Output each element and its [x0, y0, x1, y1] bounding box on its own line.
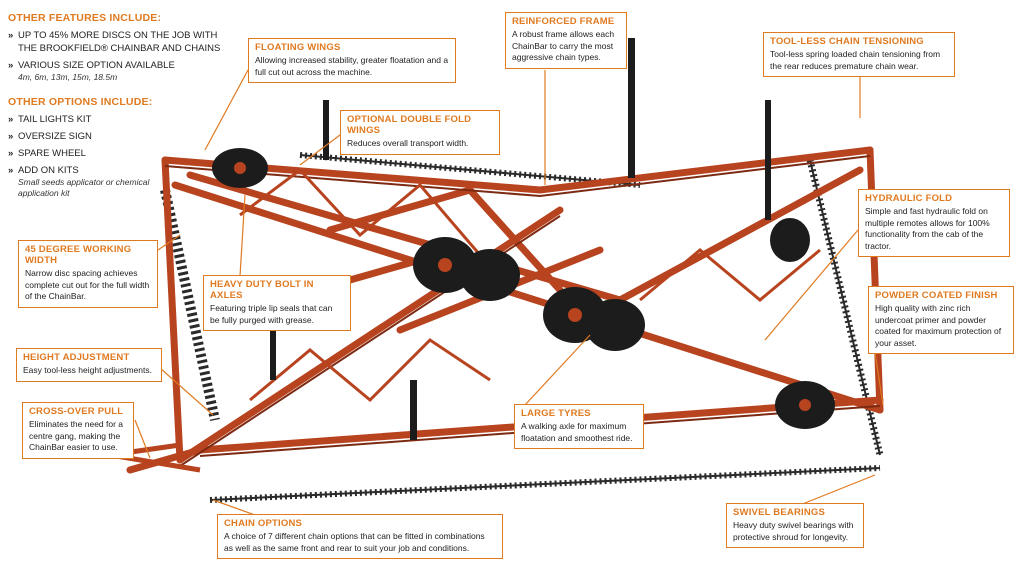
hubs	[234, 162, 811, 411]
callout-floating-wings: FLOATING WINGS Allowing increased stabil…	[248, 38, 456, 83]
option-text: OVERSIZE SIGN	[18, 131, 92, 142]
features-heading: OTHER FEATURES INCLUDE:	[8, 12, 162, 24]
callout-desc: Featuring triple lip seals that can be f…	[210, 303, 333, 325]
callout-desc: Allowing increased stability, greater fl…	[255, 55, 449, 77]
frame	[126, 146, 884, 474]
feature-text: UP TO 45% MORE DISCS ON THE JOB WITH THE…	[18, 30, 221, 54]
callout-desc: Eliminates the need for a centre gang, m…	[29, 419, 124, 452]
callout-height-adjust: HEIGHT ADJUSTMENT Easy tool-less height …	[16, 348, 162, 382]
callout-title: FLOATING WINGS	[255, 42, 341, 53]
callout-title: HYDRAULIC FOLD	[865, 193, 953, 204]
option-text: ADD ON KITS	[18, 165, 79, 176]
feature-text: VARIOUS SIZE OPTION AVAILABLE	[18, 60, 175, 71]
callout-title: CHAIN OPTIONS	[224, 518, 303, 529]
callout-powder-coated: POWDER COATED FINISH High quality with z…	[868, 286, 1014, 354]
callout-desc: Reduces overall transport width.	[347, 138, 469, 148]
callout-title: OPTIONAL DOUBLE FOLD WINGS	[347, 114, 472, 136]
callout-large-tyres: LARGE TYRES A walking axle for maximum f…	[514, 404, 644, 449]
tyres	[212, 148, 835, 429]
callout-desc: High quality with zinc rich undercoat pr…	[875, 303, 1002, 348]
callout-title: REINFORCED FRAME	[512, 16, 615, 27]
callout-swivel-bearings: SWIVEL BEARINGS Heavy duty swivel bearin…	[726, 503, 864, 548]
frame-braces	[239, 167, 821, 403]
options-panel: OTHER OPTIONS INCLUDE: TAIL LIGHTS KIT O…	[8, 96, 158, 203]
callout-crossover-pull: CROSS-OVER PULL Eliminates the need for …	[22, 402, 134, 459]
callout-hydraulic-fold: HYDRAULIC FOLD Simple and fast hydraulic…	[858, 189, 1010, 257]
option-item: OVERSIZE SIGN	[8, 130, 158, 143]
callout-double-fold: OPTIONAL DOUBLE FOLD WINGS Reduces overa…	[340, 110, 500, 155]
feature-item: VARIOUS SIZE OPTION AVAILABLE 4m, 6m, 13…	[8, 59, 228, 83]
callout-desc: Heavy duty swivel bearings with protecti…	[733, 520, 854, 542]
callout-desc: A walking axle for maximum floatation an…	[521, 421, 633, 443]
option-item: TAIL LIGHTS KIT	[8, 113, 158, 126]
callout-reinforced-frame: REINFORCED FRAME A robust frame allows e…	[505, 12, 627, 69]
callout-title: HEIGHT ADJUSTMENT	[23, 352, 130, 363]
option-item: ADD ON KITS Small seeds applicator or ch…	[8, 164, 158, 199]
feature-subtext: 4m, 6m, 13m, 15m, 18.5m	[18, 72, 118, 82]
front-chain	[209, 465, 881, 503]
option-subtext: Small seeds applicator or chemical appli…	[18, 177, 150, 198]
callout-title: SWIVEL BEARINGS	[733, 507, 826, 518]
callout-desc: A choice of 7 different chain options th…	[224, 531, 485, 553]
callout-title: 45 DEGREE WORKING WIDTH	[25, 244, 132, 266]
callout-desc: Narrow disc spacing achieves complete cu…	[25, 268, 150, 301]
callout-title: POWDER COATED FINISH	[875, 290, 998, 301]
callout-bolt-axles: HEAVY DUTY BOLT IN AXLES Featuring tripl…	[203, 275, 351, 331]
callout-desc: Easy tool-less height adjustments.	[23, 365, 152, 375]
callout-toolless-tensioning: TOOL-LESS CHAIN TENSIONING Tool-less spr…	[763, 32, 955, 77]
masts	[270, 38, 771, 440]
callout-desc: Tool-less spring loaded chain tensioning…	[770, 49, 941, 71]
rear-chain	[299, 152, 641, 188]
option-item: SPARE WHEEL	[8, 147, 158, 160]
option-text: SPARE WHEEL	[18, 148, 86, 159]
features-panel: OTHER FEATURES INCLUDE: UP TO 45% MORE D…	[8, 12, 228, 87]
callout-title: HEAVY DUTY BOLT IN AXLES	[210, 279, 314, 301]
leader-lines	[134, 69, 884, 516]
callout-desc: Simple and fast hydraulic fold on multip…	[865, 206, 990, 251]
callout-title: CROSS-OVER PULL	[29, 406, 124, 417]
callout-chain-options: CHAIN OPTIONS A choice of 7 different ch…	[217, 514, 503, 559]
callout-desc: A robust frame allows each ChainBar to c…	[512, 29, 615, 62]
callout-title: LARGE TYRES	[521, 408, 591, 419]
option-text: TAIL LIGHTS KIT	[18, 114, 92, 125]
callout-working-width: 45 DEGREE WORKING WIDTH Narrow disc spac…	[18, 240, 158, 308]
options-heading: OTHER OPTIONS INCLUDE:	[8, 96, 153, 108]
callout-title: TOOL-LESS CHAIN TENSIONING	[770, 36, 924, 47]
feature-item: UP TO 45% MORE DISCS ON THE JOB WITH THE…	[8, 29, 228, 55]
